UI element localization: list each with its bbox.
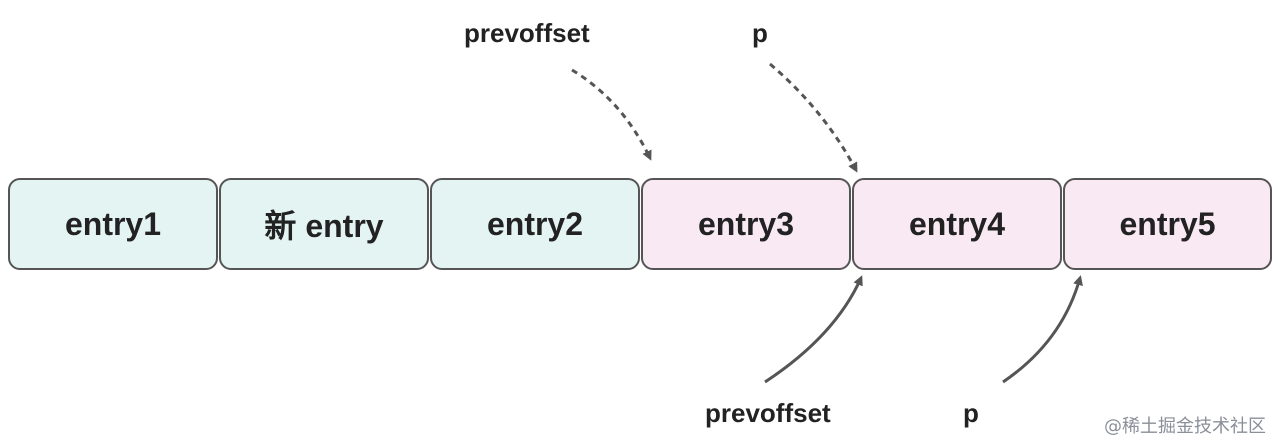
entry-box-2: entry2 xyxy=(430,178,640,270)
watermark: @稀土掘金技术社区 xyxy=(1104,416,1266,437)
new-prevoffset-arrow xyxy=(764,275,863,384)
entry-box-4: entry4 xyxy=(852,178,1062,270)
new-p-arrow xyxy=(1002,275,1083,384)
old-prevoffset-label: prevoffset xyxy=(464,18,590,48)
entry-row: entry1 新 entry entry2 entry3 entry4 entr… xyxy=(8,178,1272,270)
new-p-label: p xyxy=(963,398,979,428)
old-p-label: p xyxy=(752,18,768,48)
old-p-arrow xyxy=(769,62,858,173)
entry-box-5: entry5 xyxy=(1063,178,1272,270)
entry-box-new: 新 entry xyxy=(219,178,429,270)
old-prevoffset-arrow xyxy=(571,68,652,161)
entry-box-3: entry3 xyxy=(641,178,851,270)
entry-box-1: entry1 xyxy=(8,178,218,270)
new-prevoffset-label: prevoffset xyxy=(705,398,831,428)
